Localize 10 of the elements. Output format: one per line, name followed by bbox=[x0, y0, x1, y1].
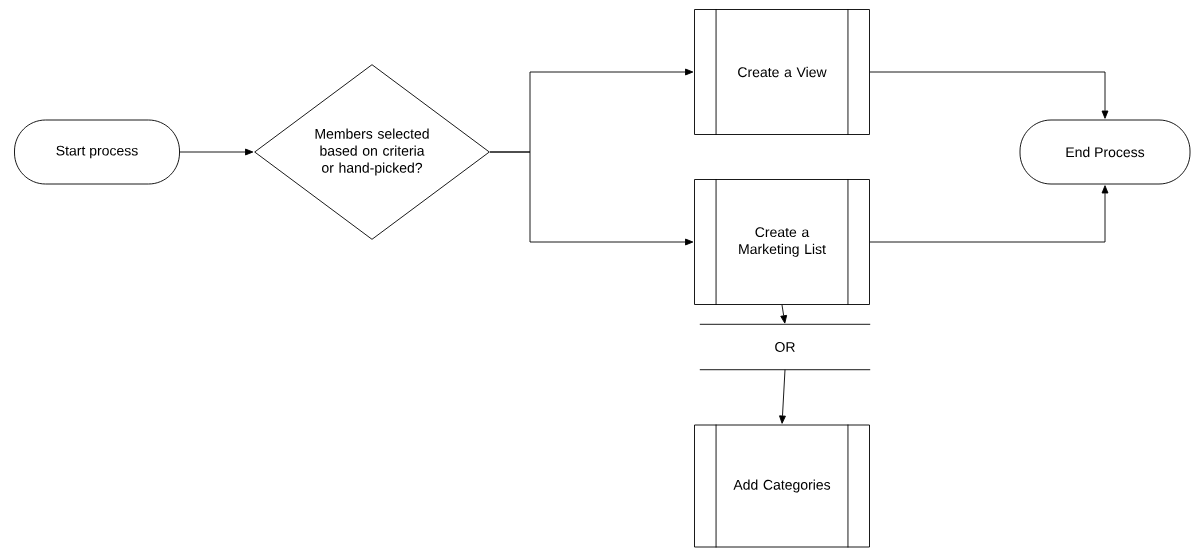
arrow bbox=[179, 148, 254, 156]
process-box: Add Categories bbox=[694, 424, 870, 548]
arrow bbox=[779, 369, 786, 424]
or-divider: OR bbox=[699, 323, 871, 371]
arrow bbox=[869, 71, 1109, 119]
arrow bbox=[780, 304, 788, 324]
arrow bbox=[869, 185, 1109, 243]
process-box: Create a Marketing List bbox=[694, 178, 870, 306]
arrow bbox=[489, 151, 694, 246]
process-box: Create a View bbox=[694, 8, 870, 136]
